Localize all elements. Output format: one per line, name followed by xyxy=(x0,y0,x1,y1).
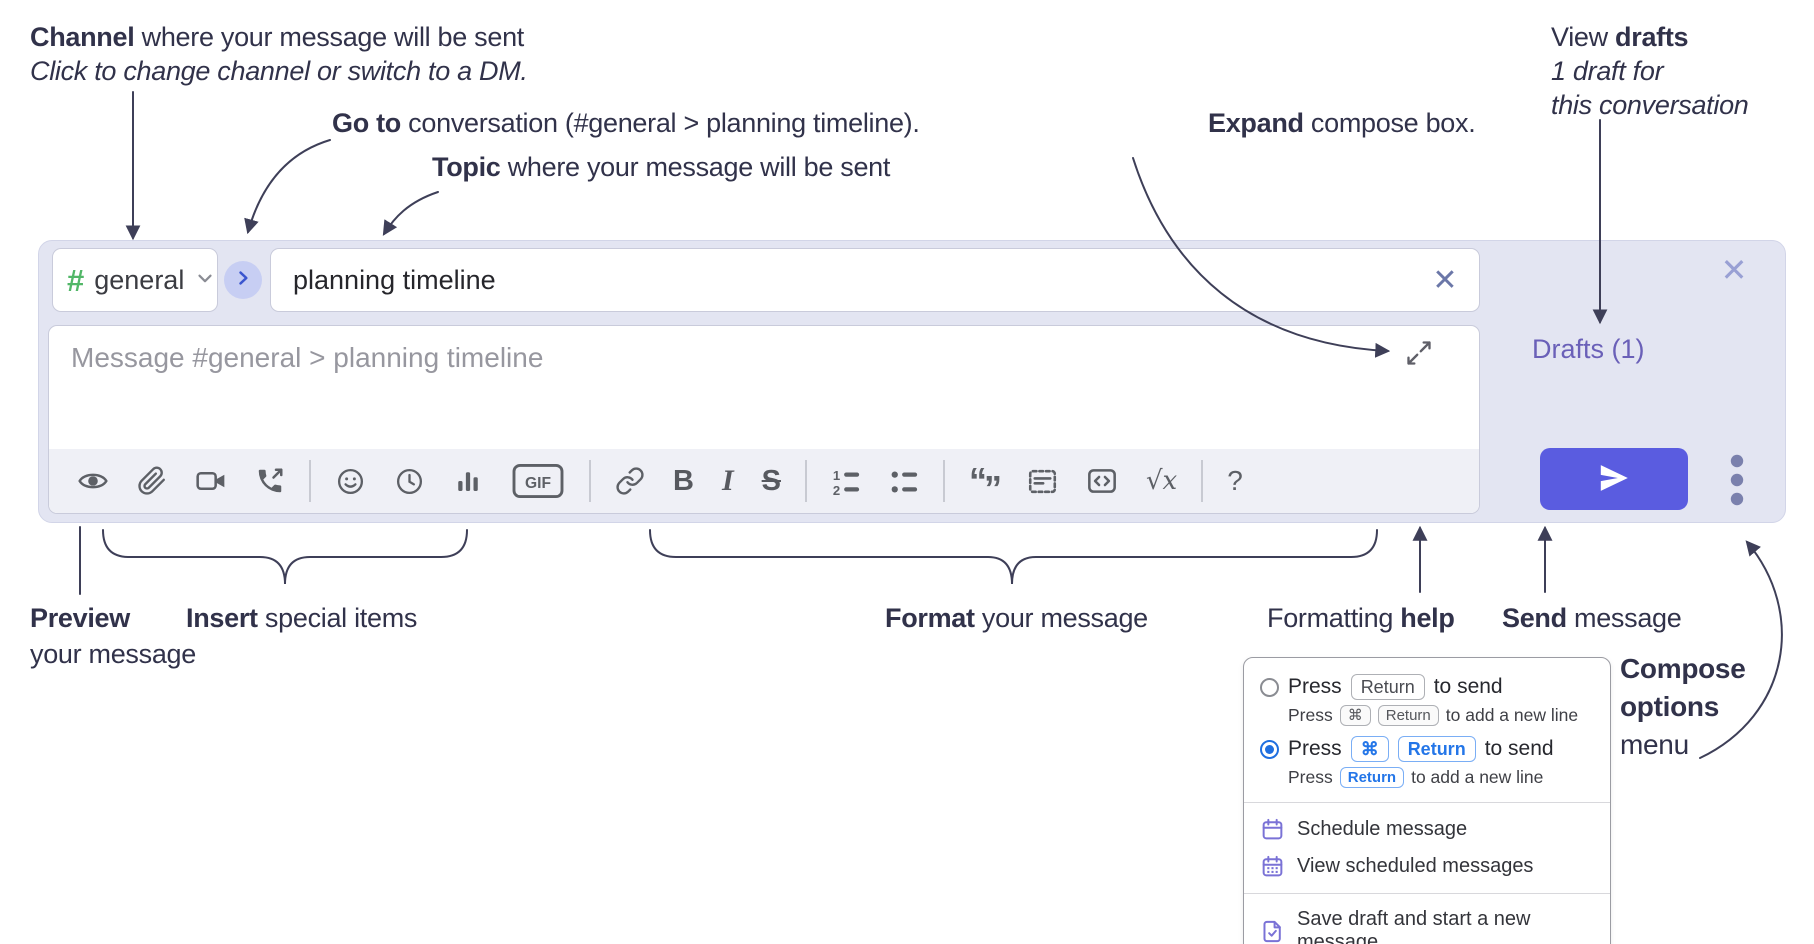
return-key: Return xyxy=(1377,705,1439,726)
channel-annotation-rest: where your message will be sent xyxy=(134,22,525,52)
svg-text:1: 1 xyxy=(833,468,840,483)
insert-brace xyxy=(102,529,468,585)
send-shortcut-option-cmd-enter-sub: Press Return to add a new line xyxy=(1288,767,1544,788)
italic-icon[interactable]: I xyxy=(722,461,734,501)
format-label: Format your message xyxy=(885,603,1148,633)
menu-item-save-draft[interactable]: Save draft and start a new message xyxy=(1244,902,1610,944)
compose-options-icon[interactable] xyxy=(1726,452,1748,508)
poll-icon[interactable] xyxy=(453,461,483,501)
bulleted-list-icon[interactable] xyxy=(889,461,919,501)
compose-options-label: Compose options menu xyxy=(1620,653,1746,760)
svg-text:GIF: GIF xyxy=(525,475,551,492)
goto-conversation-button[interactable] xyxy=(224,261,262,299)
send-button[interactable] xyxy=(1540,448,1688,510)
toolbar-divider xyxy=(589,460,591,502)
topic-annotation: Topic where your message will be sent xyxy=(432,152,891,182)
cmd-key: ⌘ xyxy=(1339,705,1371,726)
channel-annotation: Channel where your message will be sent … xyxy=(30,20,528,88)
menu-item-view-scheduled[interactable]: View scheduled messages xyxy=(1244,848,1610,885)
return-key: Return xyxy=(1339,767,1405,788)
clear-topic-button[interactable]: ✕ xyxy=(1425,261,1465,301)
send-plane-icon xyxy=(1596,460,1632,499)
help-icon[interactable]: ? xyxy=(1227,461,1243,501)
gif-icon[interactable]: GIF xyxy=(511,461,565,501)
message-box: GIF B I S 12 “” xyxy=(48,325,1480,514)
drafts-link[interactable]: Drafts (1) xyxy=(1532,334,1645,364)
goto-pointer-line xyxy=(244,139,331,235)
video-call-icon[interactable] xyxy=(195,461,227,501)
time-icon[interactable] xyxy=(394,461,425,501)
format-brace xyxy=(649,529,1378,585)
expand-compose-icon[interactable] xyxy=(1403,338,1435,370)
toolbar-divider xyxy=(804,460,807,502)
toolbar-divider xyxy=(309,460,311,502)
cmd-key: ⌘ xyxy=(1350,736,1389,762)
expand-annotation: Expand compose box. xyxy=(1208,108,1476,138)
calendar-grid-icon xyxy=(1260,854,1285,879)
insert-label: Insert special items xyxy=(186,603,418,633)
topic-field-wrap: ✕ xyxy=(270,248,1480,312)
channel-name: general xyxy=(94,264,185,295)
menu-divider xyxy=(1244,802,1610,803)
send-shortcut-option-enter-sub: Press ⌘ Return to add a new line xyxy=(1288,705,1579,726)
strikethrough-icon[interactable]: S xyxy=(762,461,781,501)
audio-call-icon[interactable] xyxy=(255,461,285,501)
calendar-icon xyxy=(1260,817,1285,842)
channel-annotation-bold: Channel xyxy=(30,22,135,52)
send-message-label: Send message xyxy=(1502,603,1682,633)
topic-input[interactable] xyxy=(271,249,1479,311)
chevron-down-icon xyxy=(194,267,216,294)
math-icon[interactable]: √x xyxy=(1146,461,1177,501)
goto-annotation: Go to conversation (#general > planning … xyxy=(332,108,920,138)
compose-options-menu: Press Return to send Press ⌘ Return to a… xyxy=(1243,657,1611,944)
menu-divider xyxy=(1244,893,1610,894)
svg-text:2: 2 xyxy=(833,483,840,496)
chevron-right-icon xyxy=(233,268,253,293)
return-key: Return xyxy=(1397,736,1476,762)
formatting-help-label: Formatting help xyxy=(1267,603,1455,633)
save-draft-icon xyxy=(1260,919,1285,944)
menu-item-schedule-message[interactable]: Schedule message xyxy=(1244,811,1610,848)
radio-unselected-icon[interactable] xyxy=(1260,677,1279,697)
send-shortcut-option-enter[interactable]: Press Return to send xyxy=(1244,670,1610,704)
link-icon[interactable] xyxy=(615,461,645,501)
radio-selected-icon[interactable] xyxy=(1260,739,1279,759)
topic-pointer-line xyxy=(382,191,439,236)
close-compose-button[interactable]: ✕ xyxy=(1712,248,1756,292)
message-input[interactable] xyxy=(49,326,1479,450)
quote-icon[interactable]: “” xyxy=(968,460,1002,509)
return-key: Return xyxy=(1350,674,1425,700)
bold-icon[interactable]: B xyxy=(673,461,694,501)
view-drafts-annotation: View drafts 1 draft for this conversatio… xyxy=(1551,22,1749,120)
code-icon[interactable] xyxy=(1086,461,1118,501)
emoji-icon[interactable] xyxy=(335,461,366,501)
toolbar-divider xyxy=(942,460,945,502)
toolbar-divider xyxy=(1201,460,1204,502)
send-shortcut-option-cmd-enter[interactable]: Press ⌘ Return to send xyxy=(1244,732,1610,766)
channel-annotation-sub: Click to change channel or switch to a D… xyxy=(30,56,528,86)
hash-icon: # xyxy=(67,262,85,298)
spoiler-icon[interactable] xyxy=(1027,461,1058,501)
attach-icon[interactable] xyxy=(137,461,167,501)
channel-selector[interactable]: # general xyxy=(52,248,218,312)
preview-icon[interactable] xyxy=(77,461,109,501)
preview-label: Preview your message xyxy=(30,603,196,669)
